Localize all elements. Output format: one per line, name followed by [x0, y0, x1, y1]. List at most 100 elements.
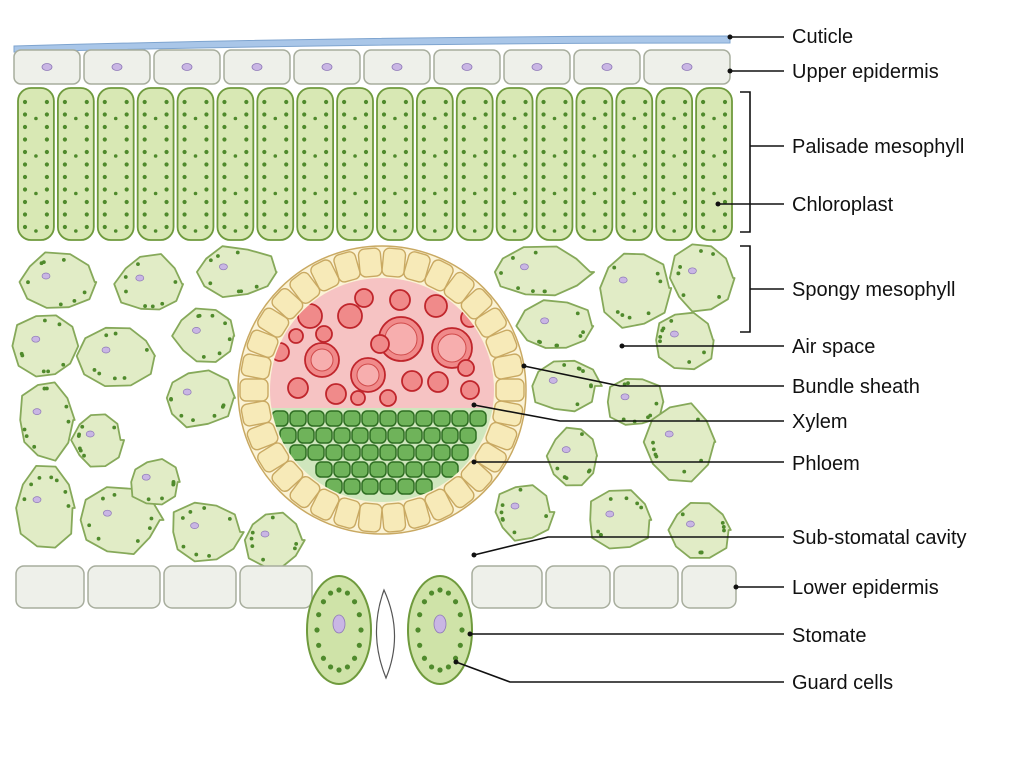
bundle-sheath-cell: [403, 497, 431, 529]
chloroplast: [22, 124, 28, 130]
chloroplast: [603, 137, 608, 142]
cell-nucleus: [41, 272, 51, 280]
chloroplast: [563, 174, 568, 180]
chloroplast: [523, 124, 528, 130]
cell-nucleus: [461, 63, 473, 71]
chloroplast: [701, 124, 706, 130]
chloroplast: [621, 99, 626, 105]
chloroplast: [182, 199, 187, 205]
chloroplast: [42, 386, 47, 391]
chloroplast: [581, 187, 586, 192]
chloroplast: [62, 224, 67, 230]
phloem-cell: [433, 444, 451, 461]
chloroplast: [84, 124, 89, 130]
chloroplast: [403, 187, 408, 192]
bundle-sheath-cell: [257, 442, 290, 473]
chloroplast: [32, 444, 37, 449]
spongy-cell: [515, 299, 595, 349]
spongy-cell: [599, 252, 673, 329]
chloroplast: [324, 124, 329, 130]
chloroplast: [102, 99, 107, 105]
phloem-cell: [387, 461, 405, 478]
chloroplast: [575, 402, 580, 407]
chloroplast: [29, 482, 34, 487]
phloem-cell: [459, 427, 477, 444]
chloroplast: [24, 434, 29, 438]
phloem-cell: [351, 427, 369, 444]
chloroplast: [523, 99, 528, 105]
leader-xylem: [473, 404, 784, 422]
cell-nucleus: [548, 377, 558, 384]
chloroplast: [164, 199, 169, 205]
label-upper-epidermis: Upper epidermis: [792, 61, 939, 83]
spongy-cell: [113, 253, 184, 311]
bundle-sheath-cell: [460, 287, 493, 320]
chloroplast: [182, 162, 187, 167]
spongy-cell: [196, 245, 278, 298]
chloroplast: [82, 290, 87, 295]
chloroplast: [443, 212, 448, 217]
chloroplast: [683, 99, 688, 105]
chloroplast: [342, 99, 347, 105]
chloroplast: [621, 187, 626, 192]
chloroplast: [262, 174, 267, 180]
chloroplast: [632, 116, 637, 121]
phloem-cell: [415, 410, 433, 427]
phloem-cell: [279, 427, 297, 444]
chloroplast: [188, 510, 193, 514]
chloroplast: [62, 199, 67, 205]
leader-lines: [453, 34, 784, 683]
label-sub-stomatal-cavity: Sub-stomatal cavity: [792, 527, 967, 549]
chloroplast: [541, 212, 546, 217]
chloroplast: [102, 137, 107, 142]
chloroplast: [302, 112, 307, 117]
chloroplast: [381, 149, 387, 155]
chloroplast: [544, 514, 549, 518]
chloroplast: [142, 112, 147, 117]
chloroplast: [603, 199, 608, 205]
chloroplast: [244, 224, 249, 230]
chloroplast: [711, 252, 715, 256]
chloroplast: [552, 191, 557, 196]
chloroplast: [142, 199, 147, 205]
phloem-cell: [451, 410, 469, 427]
phloem-cell: [297, 427, 315, 444]
chloroplast: [66, 419, 71, 424]
chloroplast: [84, 162, 89, 167]
chloroplast: [182, 149, 187, 155]
chloroplast: [72, 298, 77, 303]
label-stomate: Stomate: [792, 625, 866, 647]
chloroplast: [421, 187, 426, 192]
chloroplast: [632, 154, 637, 158]
chloroplast: [516, 286, 520, 291]
chloroplast: [204, 99, 209, 105]
lower-epidermis-cell: [681, 565, 737, 609]
chloroplast: [501, 137, 506, 142]
phloem-cell: [369, 427, 387, 444]
chloroplast: [320, 599, 327, 605]
chloroplast: [261, 557, 265, 562]
chloroplast: [403, 137, 408, 142]
chloroplast: [44, 174, 49, 180]
chloroplast: [58, 302, 63, 307]
chloroplast: [216, 254, 220, 258]
chloroplast: [164, 187, 169, 192]
chloroplast: [443, 174, 448, 180]
chloroplast: [523, 137, 528, 142]
phloem-cell: [325, 444, 343, 461]
chloroplast: [262, 112, 267, 117]
chloroplast: [587, 468, 592, 473]
chloroplast: [541, 99, 546, 105]
chloroplast: [363, 112, 369, 117]
chloroplast: [658, 279, 663, 284]
chloroplast: [244, 124, 249, 130]
chloroplast: [342, 187, 347, 192]
chloroplast: [22, 162, 28, 167]
chloroplast: [142, 174, 147, 180]
chloroplast: [363, 212, 369, 217]
bundle-sheath-cell: [443, 475, 475, 509]
chloroplast: [672, 191, 676, 196]
chloroplast: [217, 351, 222, 356]
chloroplast: [244, 212, 249, 217]
cell-nucleus: [260, 530, 270, 538]
